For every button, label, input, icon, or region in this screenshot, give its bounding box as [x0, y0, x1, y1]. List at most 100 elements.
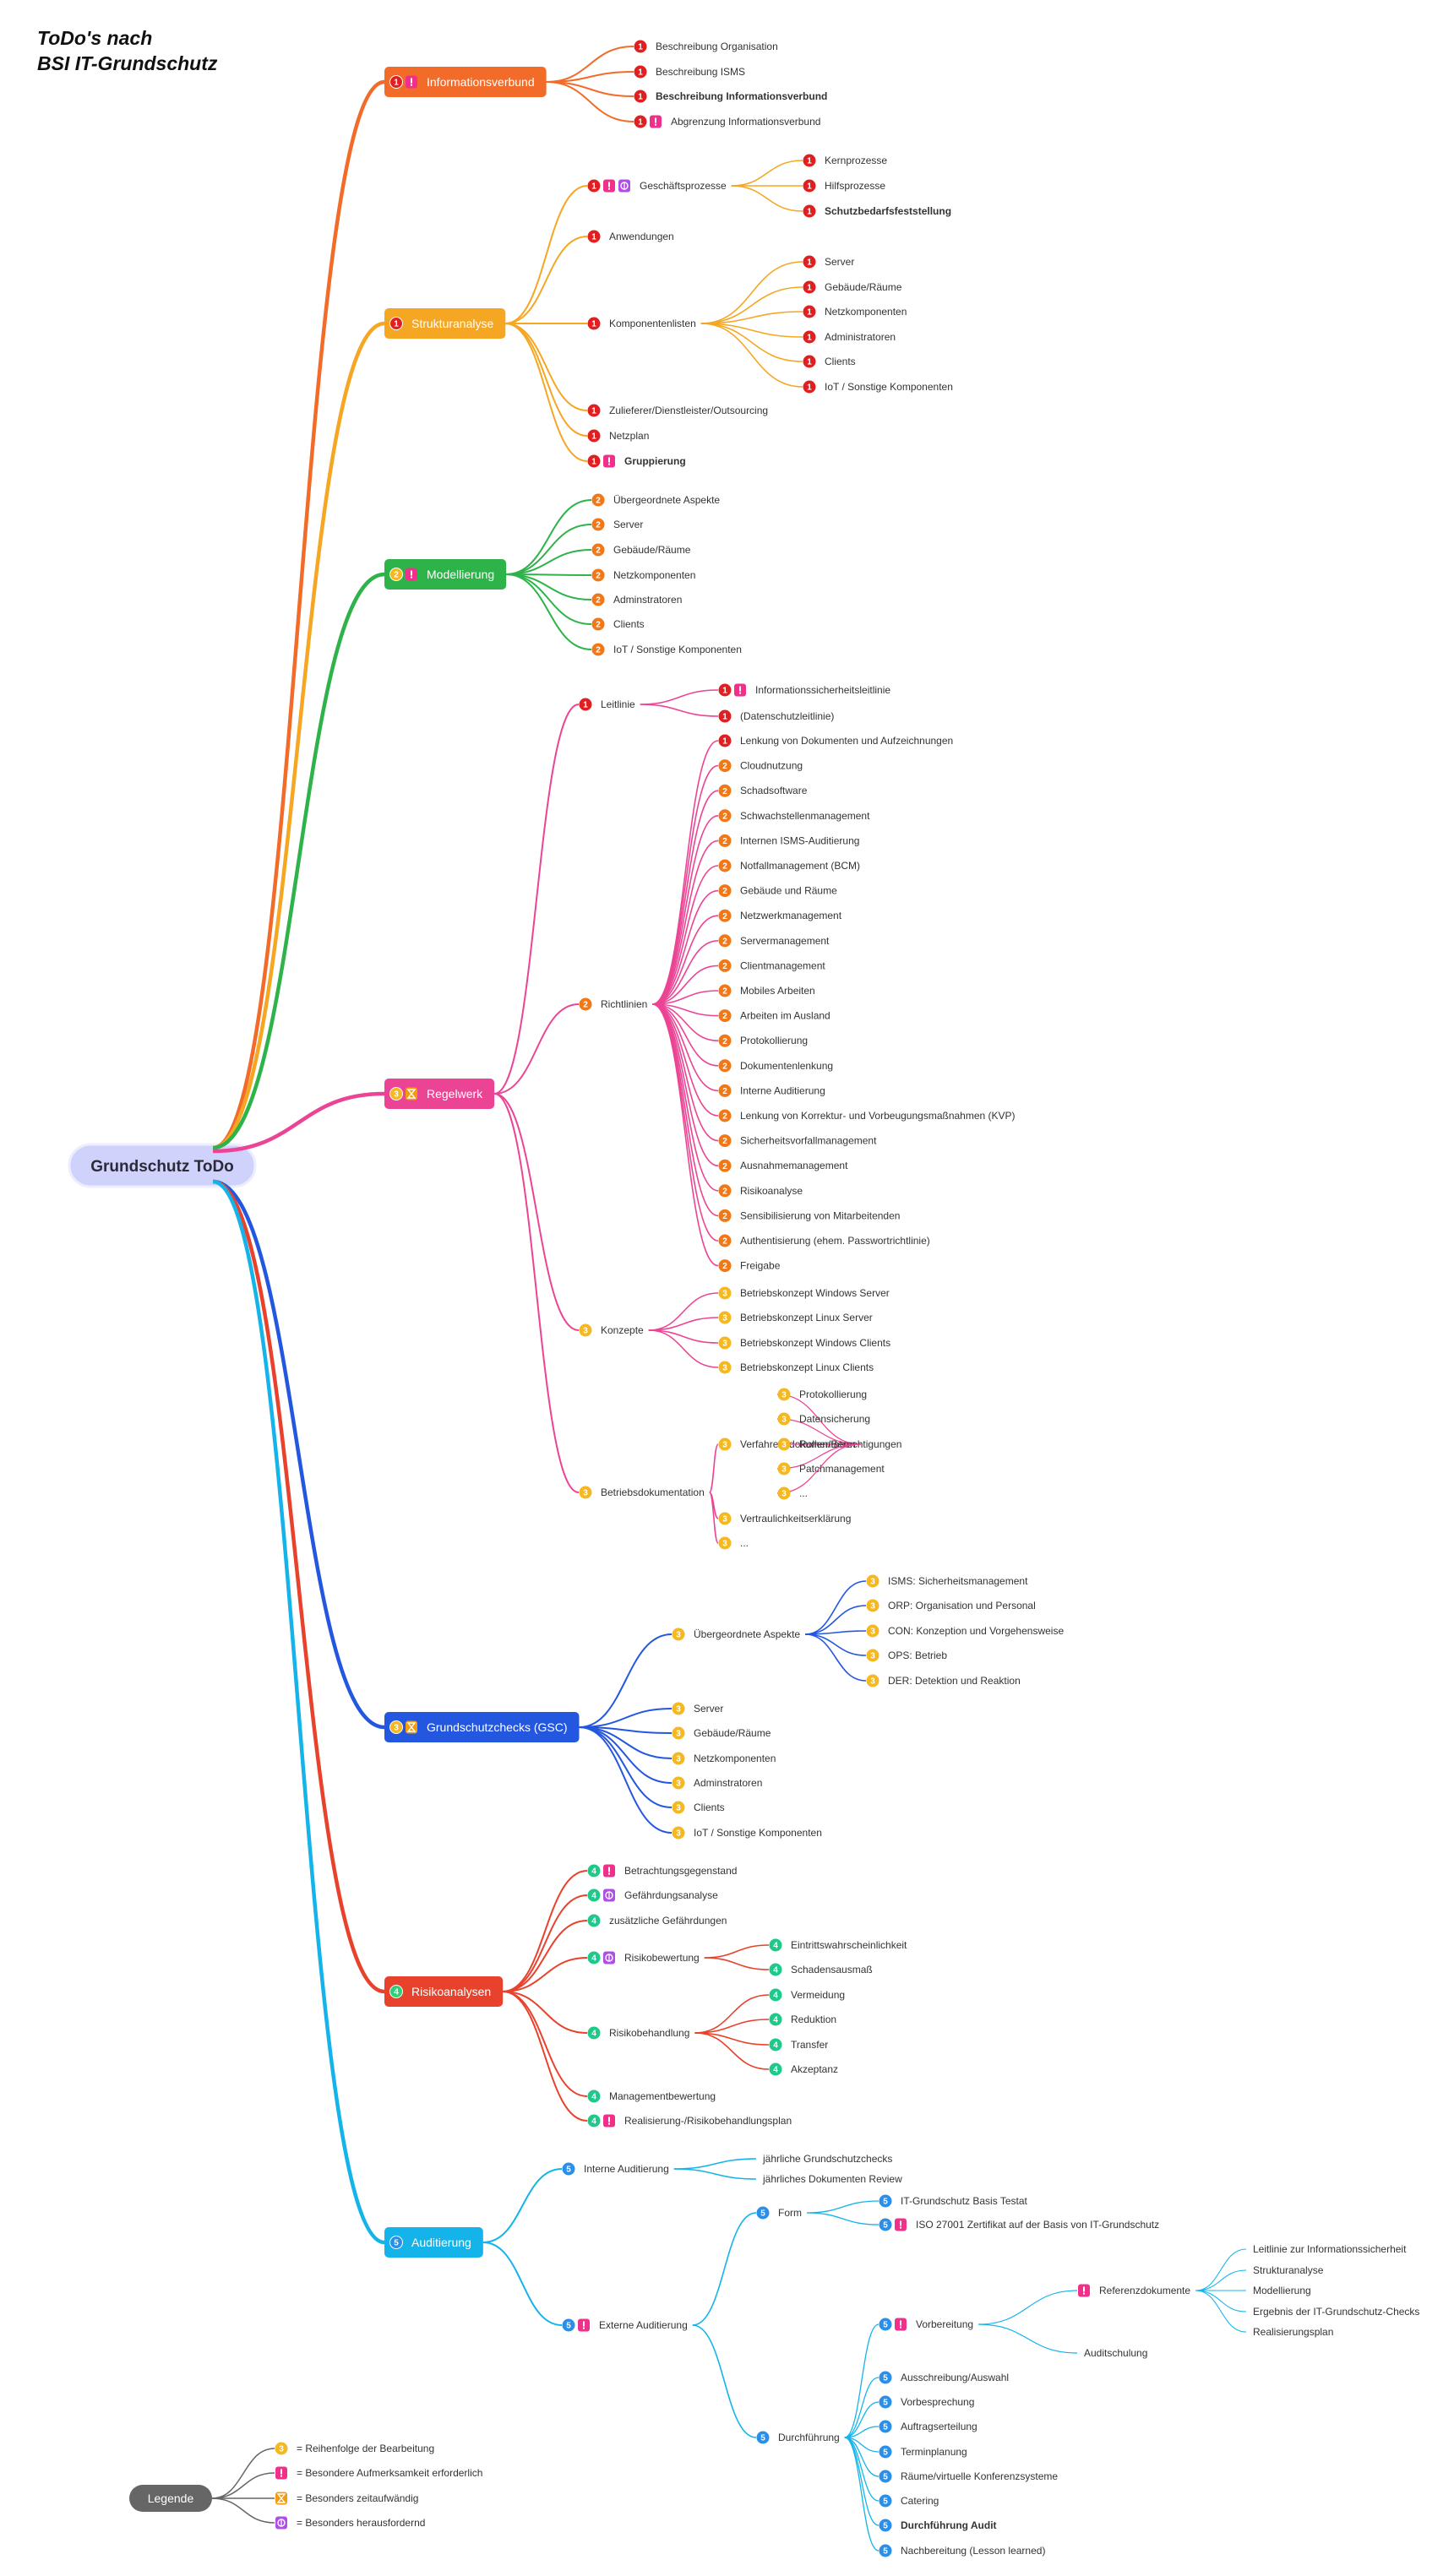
node-item[interactable]: 3...: [718, 1536, 749, 1550]
node-leitlinie-zur-informationssicherheit[interactable]: Leitlinie zur Informationssicherheit: [1253, 2243, 1407, 2255]
node-item[interactable]: 3...: [777, 1486, 809, 1500]
node-ergebnis-der-it-grundschutz-checks[interactable]: Ergebnis der IT-Grundschutz-Checks: [1253, 2306, 1419, 2318]
node-realisierungsplan[interactable]: Realisierungsplan: [1253, 2326, 1333, 2338]
node-jaehrliche-grundschutzchecks[interactable]: jährliche Grundschutzchecks: [762, 2153, 892, 2165]
node-auditschulung[interactable]: Auditschulung: [1084, 2347, 1147, 2359]
node-jaehrliches-dokumenten-review[interactable]: jährliches Dokumenten Review: [762, 2173, 902, 2185]
node-modellierung[interactable]: Modellierung: [1253, 2285, 1311, 2296]
